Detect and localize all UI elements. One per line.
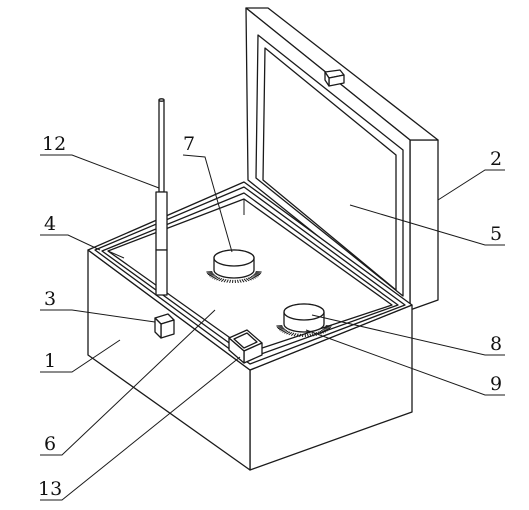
ray-line <box>286 331 291 335</box>
ray-line <box>323 328 330 331</box>
ray-line <box>223 279 227 283</box>
label-13: 13 <box>38 478 62 500</box>
label-1: 1 <box>44 350 56 372</box>
ray-line <box>311 333 315 337</box>
ray-line <box>276 326 283 328</box>
ray-line <box>280 328 286 332</box>
ray-line <box>249 276 255 280</box>
label-7: 7 <box>183 133 195 155</box>
ray-line <box>254 273 261 276</box>
ray-line <box>278 328 285 331</box>
ray-line <box>245 277 250 282</box>
antenna <box>155 98 168 296</box>
ray-line <box>255 272 262 274</box>
ray-line <box>252 274 258 278</box>
ray-line <box>206 272 213 274</box>
lid <box>245 7 439 311</box>
ray-line <box>212 275 218 279</box>
ray-line <box>290 332 295 336</box>
ray-line <box>306 333 309 337</box>
ray-line <box>317 331 322 335</box>
ray-line <box>213 276 219 280</box>
lid-latch <box>324 69 345 87</box>
ray-line <box>277 327 284 330</box>
label-8: 8 <box>490 333 502 355</box>
ray-line <box>293 333 297 337</box>
label-12: 12 <box>42 133 66 155</box>
ray-line <box>296 333 299 337</box>
label-5: 5 <box>490 223 502 245</box>
ray-line <box>207 273 214 276</box>
ray-line <box>239 279 242 283</box>
ray-line <box>226 279 229 283</box>
ray-line <box>299 333 302 337</box>
ray-line <box>208 274 215 277</box>
ray-line <box>322 328 328 332</box>
ray-line <box>288 331 293 336</box>
ray-line <box>283 330 289 334</box>
ray-line <box>325 326 332 328</box>
ray-line <box>250 275 256 279</box>
side-block <box>154 313 175 339</box>
ray-line <box>229 279 232 283</box>
label-9: 9 <box>490 373 502 395</box>
ray-line <box>220 278 225 282</box>
ray-line <box>320 329 326 333</box>
ray-line <box>243 278 248 282</box>
labels: 12 7 2 4 5 3 1 8 9 6 13 <box>38 133 502 500</box>
ray-line <box>236 279 239 283</box>
label-3: 3 <box>44 288 56 310</box>
ray-line <box>282 329 288 333</box>
sensor-disc-7 <box>206 249 262 284</box>
latch-box <box>228 329 263 364</box>
leader-lines <box>40 154 505 501</box>
label-2: 2 <box>490 148 502 170</box>
label-6: 6 <box>44 433 56 455</box>
ray-line <box>309 333 312 337</box>
ray-line <box>324 327 331 330</box>
ray-line <box>216 277 221 281</box>
ray-line <box>218 277 223 282</box>
ray-line <box>210 274 216 278</box>
ray-line <box>241 279 245 283</box>
ray-line <box>319 330 325 334</box>
ray-line <box>253 274 260 277</box>
sensor-disc-8 <box>276 303 332 338</box>
ray-line <box>247 277 252 281</box>
label-4: 4 <box>44 213 56 235</box>
